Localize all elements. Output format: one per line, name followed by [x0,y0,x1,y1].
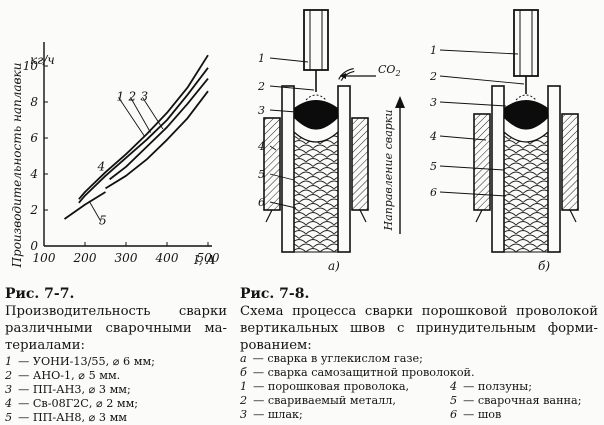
panel-a [263,9,376,253]
chart-ticks: 100 200 300 400 500 0 2 4 6 8 10 [23,59,220,265]
fig8-title: Рис. 7-8. [240,286,310,302]
fig8-caption-line: вертикальных швов с принудительным форми… [240,321,598,336]
chart-axes [43,42,212,247]
callouts-a-lines [269,57,315,209]
weld-seam-b [503,127,549,253]
fig7-title: Рис. 7-7. [5,286,75,302]
x-tick-label: 100 [33,251,56,265]
fig8-caption-line: рованием: [240,338,312,353]
callout-a-4: 4 [257,140,265,153]
x-tick-label: 400 [155,251,179,265]
callout-a-5: 5 [258,168,265,181]
fig8-variants: а— сварка в углекислом газе; б— сварка с… [240,352,475,380]
x-axis-unit: I, A [193,253,215,267]
series-label-3: 3 [141,89,149,103]
callout-b-1: 1 [430,44,437,57]
variant-item: а— сварка в углекислом газе; [240,352,423,365]
series-line-4 [105,90,209,190]
part-item: 5— сварочная ванна; [450,394,582,407]
x-tick-label: 300 [115,251,138,265]
part-item: 3— шлак; [240,408,303,421]
welding-diagram: 1 2 3 4 5 6 CO2 Направление сварки а) 1 … [257,9,579,273]
nozzle-a [303,9,329,71]
callout-b-6: 6 [430,186,437,199]
gas-label: CO2 [378,63,401,78]
series-leader-1 [118,97,145,137]
x-tick-label: 200 [73,251,97,265]
fig8-parts-col1: 1— порошковая проволока, 2— свариваемый … [240,380,409,422]
callout-b-5: 5 [430,160,437,173]
nozzle-b [513,9,539,77]
callout-a-6: 6 [258,196,265,209]
series-line-2 [78,67,209,204]
series-label-5: 5 [99,214,107,228]
legend-item: 5— ПП-АН8, ⌀ 3 мм [5,411,127,424]
shoe-left-b [473,113,491,211]
legend-item: 1— УОНИ-13/55, ⌀ 6 мм; [5,355,155,368]
part-item: 4— ползуны; [450,380,532,393]
y-tick-label: 8 [30,95,38,109]
fig8-caption: Схема процесса сварки порошковой проволо… [240,303,598,354]
series-line-1 [78,54,209,200]
callout-b-2: 2 [429,70,437,83]
x-tick-label: 500 [197,251,220,265]
callouts-b-lines [439,49,525,197]
series-line-5 [63,191,106,220]
workpiece-right-a [337,85,351,253]
shoe-right-b [561,113,579,211]
part-item: 1— порошковая проволока, [240,380,410,393]
fig7-legend: 1— УОНИ-13/55, ⌀ 6 мм; 2— АНО-1, ⌀ 5 мм.… [5,355,155,425]
panel-b-label: б) [538,259,550,273]
weld-seam-a [293,127,339,253]
y-tick-label: 10 [23,59,39,73]
y-axis-title: Производительность наплавки [10,63,24,269]
series-label-4: 4 [97,159,106,173]
y-tick-label: 4 [29,167,38,181]
fig7-caption: Производительность сварки различными сва… [5,303,227,354]
callout-a-3: 3 [258,104,265,117]
panel-b [439,9,579,253]
slag-b [504,100,548,129]
series-line-3 [109,78,209,181]
slag-a [294,100,338,129]
y-axis-unit: кг/ч [30,53,55,67]
fig8-caption-line: Схема процесса сварки порошковой проволо… [240,304,598,319]
callout-a-2: 2 [257,80,265,93]
variant-item: б— сварка самозащитной проволокой. [240,366,475,379]
series-leader-3 [142,97,164,130]
legend-item: 2— АНО-1, ⌀ 5 мм. [5,369,121,382]
y-tick-label: 0 [30,239,38,253]
direction-arrowhead [395,96,405,108]
series-label-1: 1 [117,89,125,103]
callout-a-1: 1 [258,52,265,65]
y-tick-label: 2 [29,203,38,217]
workpiece-right-b [547,85,561,253]
legend-item: 3— ПП-АН3, ⌀ 3 мм; [5,383,131,396]
legend-item: 4— Св-08Г2С, ⌀ 2 мм; [5,397,139,410]
fig8-parts-col2: 4— ползуны; 5— сварочная ванна; 6— шов [450,380,581,422]
series-leader-5 [88,200,102,222]
part-item: 6— шов [450,408,502,421]
shoe-left-a [263,117,281,211]
y-tick-label: 6 [30,131,38,145]
panel-a-label: а) [328,259,340,273]
direction-label: Направление сварки [382,110,395,232]
part-item: 2— свариваемый металл, [240,394,396,407]
series-leader-2 [130,97,151,133]
fig7-caption-line: различными сварочными ма- [5,321,227,336]
shoe-right-a [351,117,369,211]
fig7-caption-line: териалами: [5,338,85,353]
fig7-caption-line: Производительность сварки [5,304,227,319]
callout-b-4: 4 [429,130,437,143]
series-label-2: 2 [128,89,137,103]
callout-b-3: 3 [430,96,437,109]
